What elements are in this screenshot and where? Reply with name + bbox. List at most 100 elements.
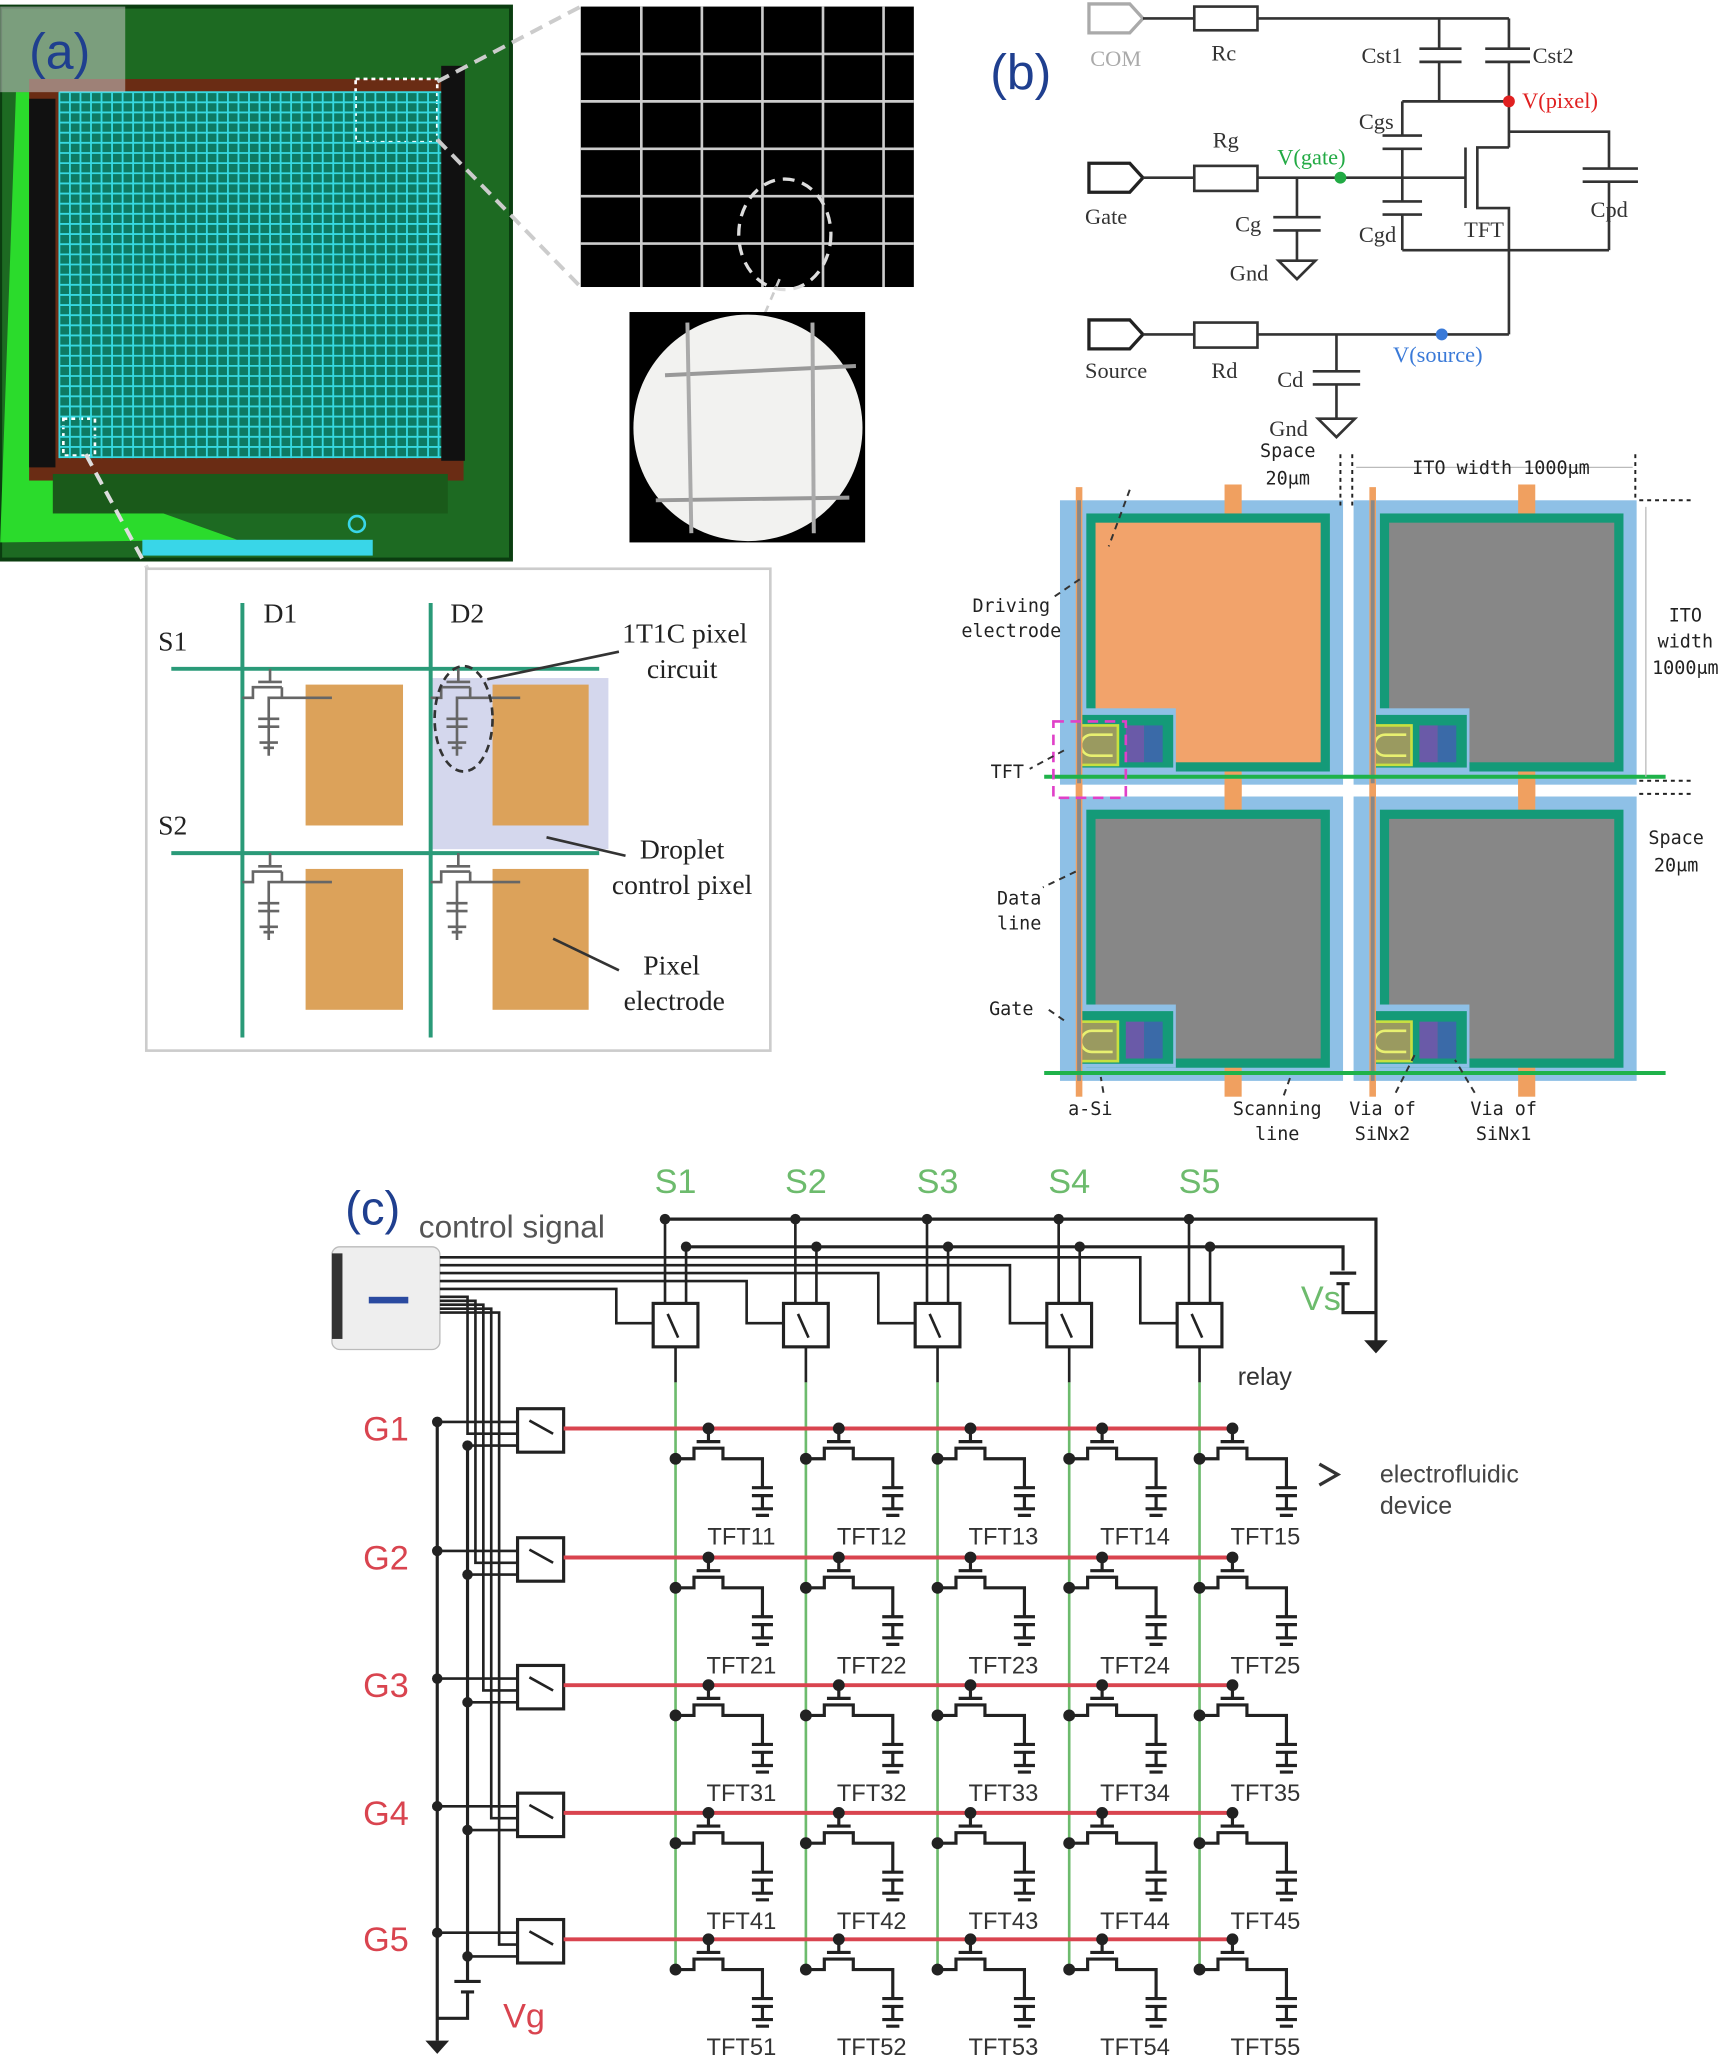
- tft-label: TFT21: [706, 1653, 776, 1679]
- relay-switch-icon: [1175, 1301, 1224, 1349]
- panel-a: (a): [0, 4, 914, 1052]
- label-ito-side-2: width: [1658, 632, 1713, 653]
- label-cgs: Cgs: [1359, 109, 1394, 134]
- tft-transistor-icon: [1069, 1939, 1167, 2028]
- switch-contact: [528, 1803, 554, 1820]
- tft-label: TFT13: [968, 1524, 1038, 1550]
- data-line-core: [1077, 796, 1082, 1081]
- zoom-connector: [762, 278, 781, 317]
- pixel-cell: [1059, 484, 1344, 801]
- tft-cell: TFT24: [1063, 1551, 1170, 1679]
- tft-label: TFT45: [1230, 1909, 1300, 1935]
- relay-switch-icon: [515, 1917, 566, 1965]
- source-junction-dot: [1063, 1837, 1076, 1850]
- com-terminal: [1087, 2, 1146, 35]
- tft-transistor-icon: [937, 1685, 1035, 1774]
- control-line: [439, 1255, 1179, 1325]
- gate-terminal: [1087, 161, 1146, 194]
- label-rg: Rg: [1213, 127, 1239, 152]
- via-sinx2-icon: [1125, 725, 1145, 763]
- tft-label: TFT22: [837, 1653, 907, 1679]
- zoom-connector: [83, 453, 150, 570]
- label-via-sinx1-2: SiNx1: [1476, 1124, 1531, 1145]
- label-v-pixel: V(pixel): [1522, 88, 1598, 113]
- pixel-cell: [1353, 484, 1637, 801]
- data-line-core: [1370, 796, 1375, 1081]
- tft-transistor-icon: [675, 1557, 773, 1646]
- label-d1: D1: [263, 598, 297, 629]
- tft-label: TFT41: [706, 1909, 776, 1935]
- gate-line-label: G3: [363, 1667, 409, 1705]
- label-space-top-value: 20μm: [1266, 468, 1310, 489]
- source-line-label: S3: [917, 1163, 959, 1201]
- tft-capacitor-symbol: [430, 853, 521, 941]
- pixel-layout: Space 20μm ITO width 1000μm Driving elec…: [961, 441, 1718, 1145]
- tft-cell: TFT51: [669, 1933, 776, 2061]
- tft-label: TFT15: [1230, 1524, 1300, 1550]
- tft-label: TFT55: [1230, 2035, 1300, 2061]
- tft-label: TFT54: [1100, 2035, 1170, 2061]
- switch-contact: [528, 1419, 554, 1435]
- label-tft-layout: TFT: [991, 762, 1024, 783]
- tft-label: TFT33: [968, 1781, 1038, 1807]
- tft-label: TFT32: [837, 1781, 907, 1807]
- label-com: COM: [1090, 46, 1141, 71]
- node-v-source: [1435, 328, 1448, 341]
- tft-label: TFT52: [837, 2035, 907, 2061]
- switch-contact: [528, 1930, 554, 1946]
- transistor-icon: [430, 668, 521, 756]
- chip-layout-image: [0, 4, 513, 562]
- relay-switch-icon: [1045, 1301, 1094, 1349]
- label-gate-layout: Gate: [989, 999, 1033, 1020]
- tft-label: TFT34: [1100, 1781, 1170, 1807]
- relay-switch-icon: [913, 1301, 962, 1349]
- tft-cell: TFT53: [931, 1933, 1038, 2061]
- zoom-connector: [435, 138, 583, 289]
- label-gnd: Gnd: [1230, 260, 1269, 285]
- via-sinx1-icon: [1437, 1021, 1457, 1059]
- tft-cell: TFT12: [799, 1422, 907, 1550]
- circuit-callout-ellipse: [433, 664, 494, 773]
- tft-cell: TFT22: [799, 1551, 907, 1679]
- control-signal-label: control signal: [419, 1209, 605, 1245]
- panel-a-label: (a): [29, 23, 90, 79]
- label-gnd-2: Gnd: [1269, 416, 1308, 441]
- vs-label: Vs: [1301, 1280, 1341, 1318]
- label-droplet-2: control pixel: [612, 869, 753, 900]
- tft-label: TFT11: [707, 1524, 775, 1550]
- label-1t1c: 1T1C pixel: [622, 617, 747, 648]
- node-v-gate: [1334, 171, 1347, 184]
- leader-lines: [1029, 489, 1476, 1096]
- source-line-label: S2: [785, 1163, 827, 1201]
- tft-cell: TFT34: [1063, 1679, 1170, 1807]
- label-backdrop: [0, 6, 126, 93]
- leader-line: [487, 650, 620, 681]
- tft-cell: TFT45: [1193, 1806, 1300, 1935]
- a-si-icon: [1370, 724, 1413, 767]
- tft-transistor-icon: [805, 1685, 904, 1774]
- tft-transistor-icon: [805, 1428, 904, 1517]
- label-scanning-line-2: line: [1255, 1124, 1299, 1145]
- label-1t1c-2: circuit: [647, 653, 718, 684]
- label-data-line-2: line: [997, 913, 1041, 934]
- tft-cell: TFT44: [1063, 1806, 1170, 1935]
- switch-contact: [1060, 1313, 1074, 1339]
- relay-switch-icon: [515, 1536, 566, 1583]
- ground-icon: [1364, 1340, 1388, 1354]
- battery-vg-icon: [437, 1979, 481, 2020]
- relay-switch-icon: [515, 1791, 566, 1839]
- label-via-sinx1: Via of: [1470, 1099, 1537, 1120]
- label-scanning-line: Scanning: [1233, 1099, 1322, 1120]
- transistor-icon: [242, 668, 332, 756]
- source-junction-dot: [1063, 1709, 1076, 1722]
- resistor-rd: [1192, 321, 1259, 349]
- switch-contact: [528, 1676, 554, 1692]
- switch-contact: [528, 1548, 554, 1564]
- dimension-arrows: [1356, 466, 1647, 777]
- control-line: [439, 1271, 917, 1325]
- tft-transistor-icon: [1069, 1428, 1167, 1517]
- arrow-right-icon: [1318, 1462, 1342, 1487]
- tft-cell: TFT13: [931, 1422, 1038, 1550]
- zoomed-grid-image: [580, 6, 914, 288]
- tft-cell: TFT14: [1063, 1422, 1170, 1550]
